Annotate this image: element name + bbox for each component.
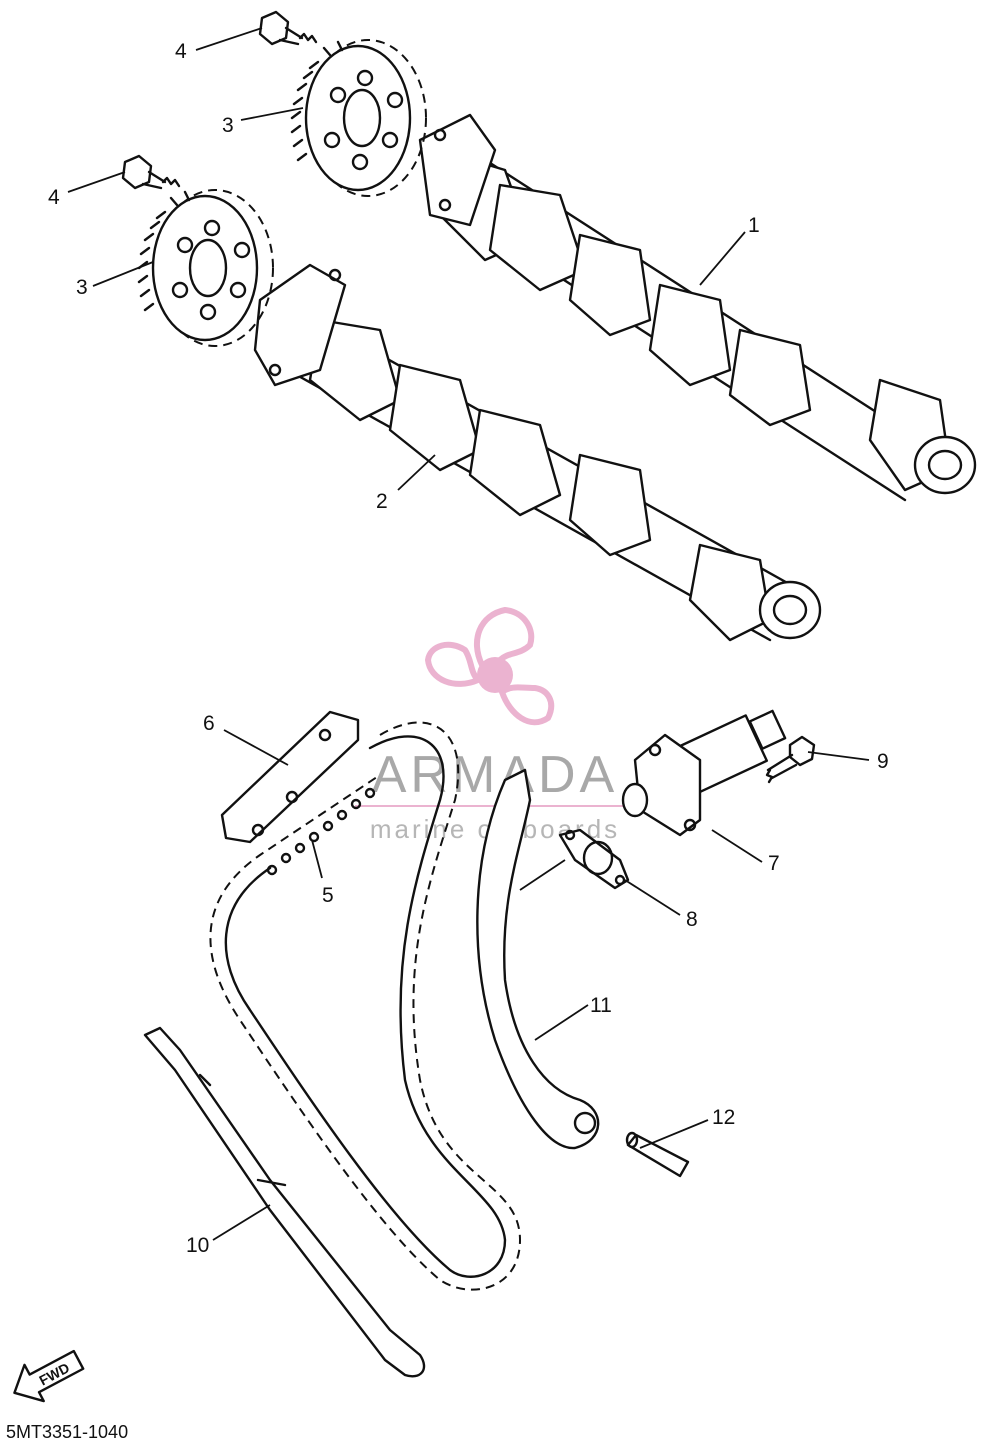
callout-2: 2 — [376, 490, 388, 513]
gasket-8 — [558, 828, 630, 890]
chain-guide-6 — [220, 710, 360, 844]
callout-labels: 1 2 3 3 4 4 5 6 7 8 9 10 11 12 — [48, 40, 889, 1257]
tensioner-assembly-7 — [621, 709, 787, 837]
callout-7: 7 — [768, 852, 780, 875]
sprocket-upper — [290, 39, 427, 197]
callout-4-upper: 4 — [175, 40, 187, 63]
cam-chain-5 — [209, 721, 522, 1291]
drawing-code: 5MT3351-1040 — [6, 1422, 128, 1442]
chain-links — [266, 787, 376, 876]
tensioner-guide-11 — [476, 768, 600, 1150]
bolt-9 — [765, 735, 816, 784]
callout-9: 9 — [877, 750, 889, 773]
leader-lines — [67, 27, 870, 1241]
callout-11: 11 — [590, 994, 612, 1017]
callout-1: 1 — [748, 214, 760, 237]
callout-3-upper: 3 — [222, 114, 234, 137]
camshaft-2 — [253, 263, 822, 642]
callout-5: 5 — [322, 884, 334, 907]
camshaft-1 — [418, 113, 977, 502]
bolt-upper — [258, 10, 318, 46]
chain-guide-10 — [143, 1026, 426, 1378]
callout-12: 12 — [712, 1106, 735, 1129]
callout-10: 10 — [186, 1234, 209, 1257]
fwd-arrow: FWD — [13, 1349, 85, 1403]
callout-4-lower: 4 — [48, 186, 60, 209]
sprocket-lower — [137, 189, 274, 347]
callout-8: 8 — [686, 908, 698, 931]
pin-12 — [625, 1131, 690, 1178]
callout-6: 6 — [203, 712, 215, 735]
watermark-brand: ARMADA — [372, 746, 618, 804]
callout-3-lower: 3 — [76, 276, 88, 299]
bolt-lower — [121, 154, 181, 190]
